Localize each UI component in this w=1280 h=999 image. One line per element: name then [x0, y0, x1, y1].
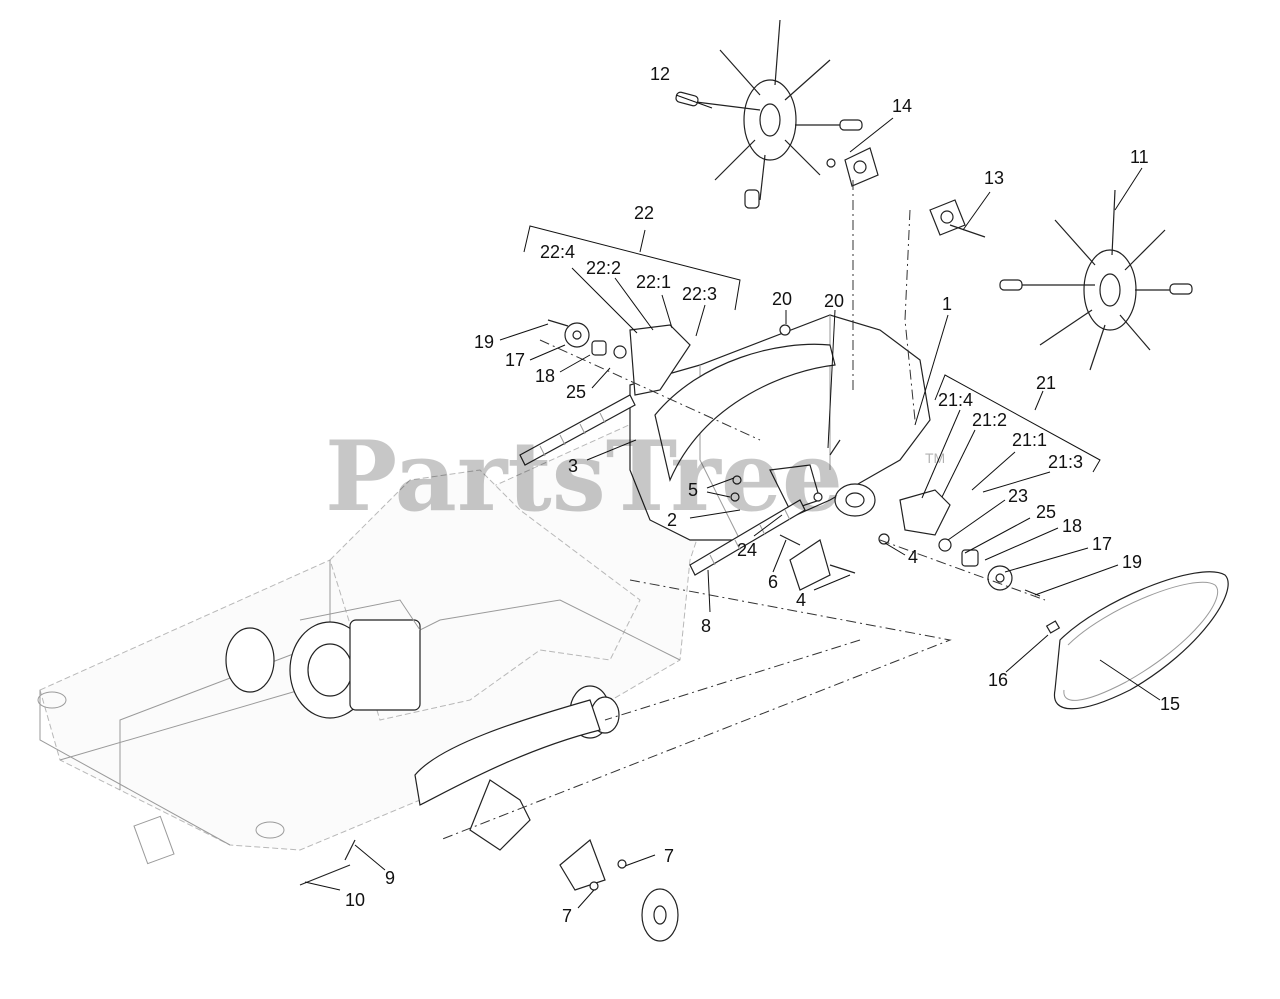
- callout-24: 24: [737, 540, 757, 560]
- callout-4-lower: 4: [796, 590, 806, 610]
- callout-21-1: 21:1: [1012, 430, 1047, 450]
- callout-22-2: 22:2: [586, 258, 621, 278]
- callout-18-left: 18: [535, 366, 555, 386]
- callout-5: 5: [688, 480, 698, 500]
- group-bracket-21: [934, 374, 1101, 473]
- watermark-trademark: TM: [925, 450, 945, 466]
- callout-7-left: 7: [562, 906, 572, 926]
- callout-21: 21: [1036, 373, 1056, 393]
- callout-16: 16: [988, 670, 1008, 690]
- callout-18-right: 18: [1062, 516, 1082, 536]
- bearing-14: [826, 147, 879, 187]
- centerlines: [439, 180, 1046, 841]
- callout-17-left: 17: [505, 350, 525, 370]
- callout-22: 22: [634, 203, 654, 223]
- callout-15: 15: [1160, 694, 1180, 714]
- callout-20-right: 20: [824, 291, 844, 311]
- callout-21-3: 21:3: [1048, 452, 1083, 472]
- callout-22-4: 22:4: [540, 242, 575, 262]
- callout-20-left: 20: [772, 289, 792, 309]
- callout-13: 13: [984, 168, 1004, 188]
- callout-2: 2: [667, 510, 677, 530]
- callout-9: 9: [385, 868, 395, 888]
- tine-rotor-11: [999, 189, 1193, 371]
- rear-axle-assembly: [299, 685, 679, 942]
- callout-8: 8: [701, 616, 711, 636]
- left-sprocket-group: [547, 319, 691, 396]
- callout-4-upper: 4: [908, 547, 918, 567]
- leader-lines: [304, 94, 1161, 909]
- callout-17-right: 17: [1092, 534, 1112, 554]
- callout-25-right: 25: [1036, 502, 1056, 522]
- callout-6: 6: [768, 572, 778, 592]
- callout-labels: 1 2 3 4 4 5 6 7 7 8 9 10 11 12 13 14 15 …: [345, 64, 1180, 926]
- drive-chain: [1045, 571, 1229, 710]
- tine-rotor-12: [675, 19, 863, 209]
- callout-23: 23: [1008, 486, 1028, 506]
- callout-10: 10: [345, 890, 365, 910]
- group-bracket-22: [523, 225, 741, 311]
- bearing-13: [929, 199, 986, 238]
- hardware: [730, 324, 890, 574]
- spring-3: [519, 394, 636, 466]
- callout-22-3: 22:3: [682, 284, 717, 304]
- engine-transaxle: [225, 599, 421, 719]
- callout-19-right: 19: [1122, 552, 1142, 572]
- watermark-text: PartsTree: [325, 420, 843, 533]
- callout-1: 1: [942, 294, 952, 314]
- callout-7-right: 7: [664, 846, 674, 866]
- callout-21-4: 21:4: [938, 390, 973, 410]
- callout-3: 3: [568, 456, 578, 476]
- callout-25-left: 25: [566, 382, 586, 402]
- callout-19-left: 19: [474, 332, 494, 352]
- watermark: PartsTree TM: [325, 420, 945, 533]
- callout-14: 14: [892, 96, 912, 116]
- pivot-bracket-assembly: [629, 314, 931, 591]
- callout-11: 11: [1130, 147, 1149, 167]
- callout-12: 12: [650, 64, 670, 84]
- callout-22-1: 22:1: [636, 272, 671, 292]
- callout-21-2: 21:2: [972, 410, 1007, 430]
